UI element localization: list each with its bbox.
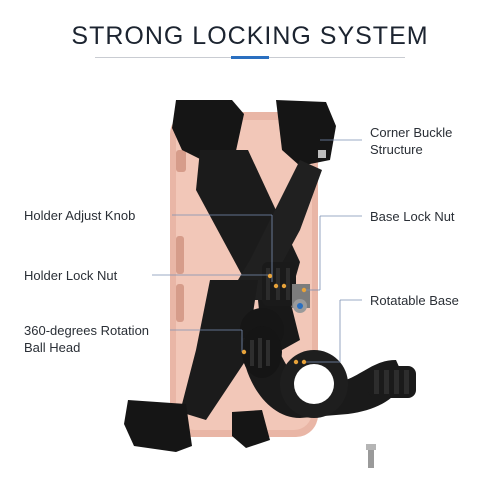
label-ball-head-text: 360-degrees Rotation Ball Head: [24, 323, 150, 355]
leader-dots: [241, 273, 307, 365]
top-left-corner-buckle: [172, 100, 244, 162]
x-cross-arms: [180, 150, 322, 420]
base-lock-knob: [368, 366, 416, 398]
label-corner-buckle: Corner Buckle Structure: [370, 124, 452, 158]
label-ball-head: 360-degrees Rotation Ball Head: [24, 322, 149, 356]
base-bolt: [368, 446, 374, 468]
holder-adjust-knob: [262, 262, 296, 306]
handlebar-clamp-base: [241, 326, 404, 418]
bottom-left-corner-buckle: [124, 400, 192, 452]
leader-lines: [152, 139, 362, 363]
top-right-corner-buckle: [276, 100, 336, 166]
label-base-lock-nut: Base Lock Nut: [370, 209, 455, 224]
label-rotatable-base: Rotatable Base: [370, 293, 459, 308]
label-holder-adjust-knob: Holder Adjust Knob: [24, 208, 136, 223]
headline: STRONG LOCKING SYSTEM: [71, 22, 429, 50]
headline-accent-bar: [231, 56, 269, 59]
label-holder-lock-nut: Holder Lock Nut: [24, 268, 118, 283]
label-corner-buckle-text: Corner Buckle Structure: [370, 125, 453, 157]
bottom-right-corner-buckle: [232, 410, 270, 448]
